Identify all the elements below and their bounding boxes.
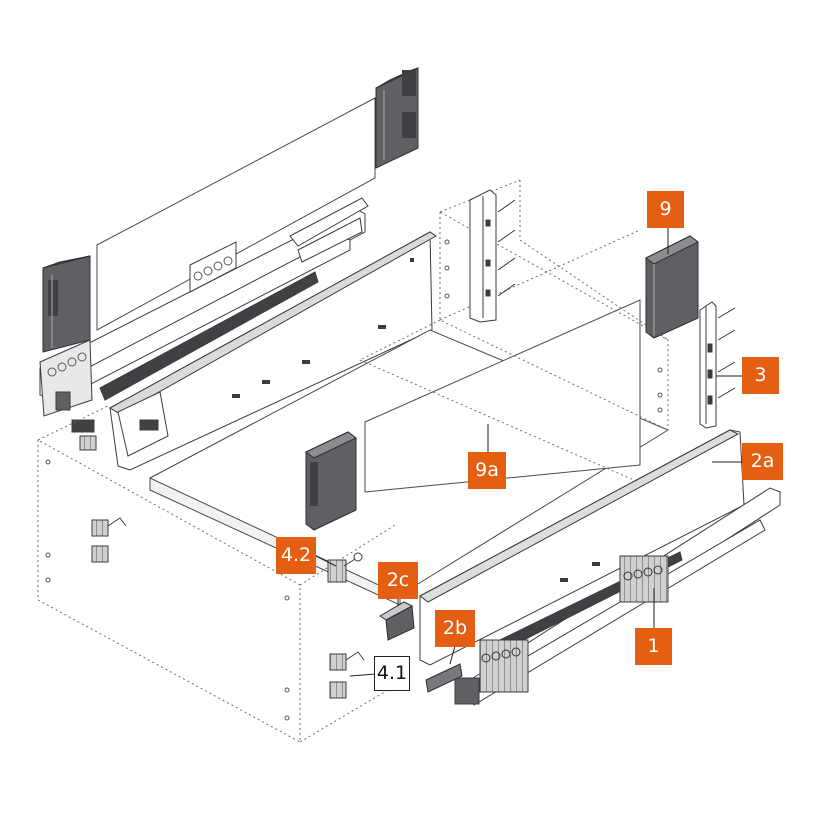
cabinet-holes	[45, 239, 663, 721]
front-bracket-center	[305, 431, 357, 531]
left-metal-side	[71, 231, 437, 471]
callout-2c: 2c	[378, 562, 418, 599]
callout-3: 3	[742, 357, 779, 394]
callout-2b: 2b	[435, 610, 475, 647]
rear-profile-left	[469, 189, 516, 323]
callout-9a: 9a	[468, 452, 506, 489]
clip-2c	[379, 601, 415, 641]
rear-profile-right	[699, 301, 736, 429]
callout-4-1: 4.1	[374, 656, 410, 691]
inner-front-panel	[364, 299, 641, 493]
fixing-4-2	[327, 552, 363, 583]
back-bracket-right	[375, 67, 419, 169]
left-drawer-side	[39, 207, 366, 417]
callout-2a: 2a	[742, 443, 783, 480]
strip-2b	[425, 663, 463, 693]
left-runner	[289, 197, 369, 263]
front-bracket-9	[645, 235, 699, 339]
back-bracket-left	[42, 255, 91, 353]
left-cabinet-fixings	[79, 435, 127, 563]
callout-4-2: 4.2	[276, 537, 316, 574]
callout-9: 9	[647, 191, 684, 228]
fixing-4-1	[329, 651, 365, 699]
right-runner	[454, 487, 781, 706]
back-panel	[96, 97, 376, 331]
callout-1: 1	[635, 628, 672, 665]
leader-lines	[315, 228, 742, 677]
